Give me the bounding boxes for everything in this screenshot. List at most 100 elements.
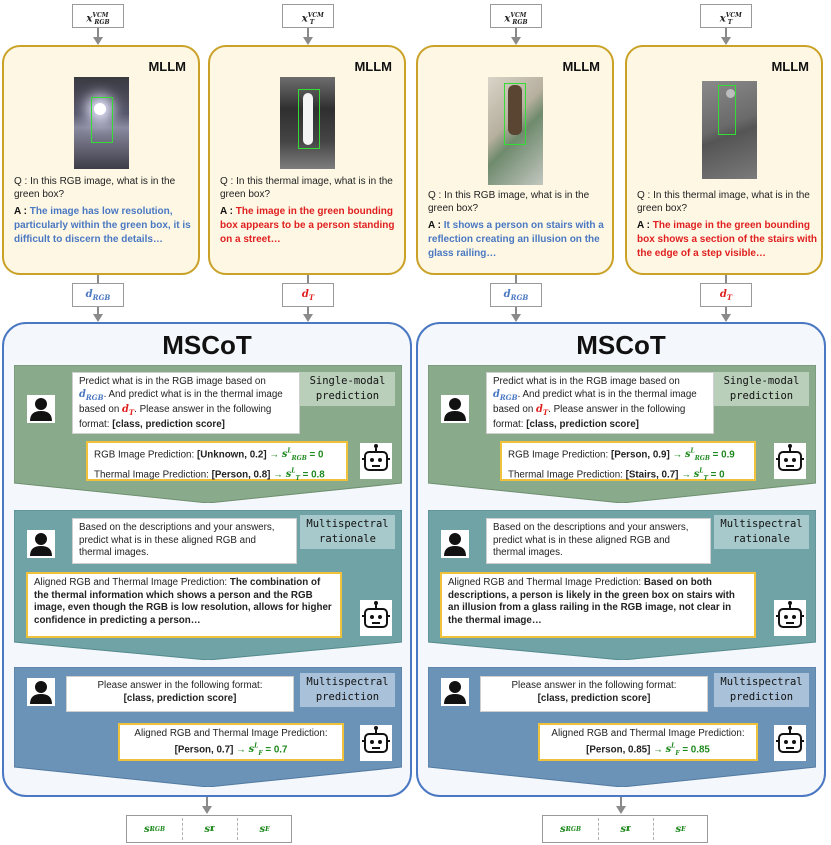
rgb-image-stairs [488,77,543,185]
robot-icon [360,600,392,636]
arrow-down-icon [616,806,626,814]
answer-bubble-single-left: RGB Image Prediction: [Unknown, 0.2] → s… [86,441,348,482]
user-icon [27,395,55,423]
question-text: Q : In this RGB image, what is in the gr… [14,176,176,200]
divider [237,818,238,840]
arrow-line [97,307,99,315]
thermal-image-stairs [702,81,757,179]
prompt-bubble-single: Predict what is in the RGB image based o… [72,372,300,434]
arrow-line [515,275,517,283]
mllm-title: MLLM [148,59,186,74]
mllm-panel-rgb-left: MLLM Q : In this RGB image, what is in t… [2,45,200,275]
divider [182,818,183,840]
description-d-t-left: dT [282,283,334,307]
arrow-line [515,307,517,315]
arrow-down-icon [511,37,521,45]
description-d-rgb-left: dRGB [72,283,124,307]
answer-text: A : It shows a person on stairs with a r… [428,220,604,259]
person-silhouette [303,93,313,145]
mscot-title: MSCoT [576,330,666,360]
mllm-title: MLLM [771,59,809,74]
head-blob [726,89,735,98]
user-icon [441,395,469,423]
green-bounding-box [298,89,320,149]
description-d-t-right: dT [700,283,752,307]
user-icon [27,530,55,558]
arrow-line [206,797,208,807]
arrow-line [97,28,99,38]
robot-icon [774,600,806,636]
robot-icon [774,725,806,761]
answer-text: A : The image in the green bounding box … [637,220,818,259]
arrow-line [725,275,727,283]
answer-bubble-rationale-left: Aligned RGB and Thermal Image Prediction… [26,572,342,638]
arrow-down-icon [721,314,731,322]
divider [653,818,654,840]
arrow-line [725,28,727,38]
prompt-bubble-multi: Please answer in the following format:[c… [66,676,294,712]
light-glare [94,103,106,115]
input-x-t-left: xVCMT [282,4,334,28]
arrow-line [725,307,727,315]
mscot-title: MSCoT [162,330,252,360]
green-bounding-box [504,83,526,145]
arrow-down-icon [93,37,103,45]
person-figure [508,85,522,135]
divider [598,818,599,840]
robot-icon [360,443,392,479]
prompt-bubble-multi: Please answer in the following format:[c… [480,676,708,712]
answer-bubble-final-right: Aligned RGB and Thermal Image Prediction… [538,723,758,761]
arrow-down-icon [202,806,212,814]
arrow-down-icon [303,37,313,45]
arrow-line [307,307,309,315]
arrow-line [307,275,309,283]
mllm-panel-thermal-left: MLLM Q : In this thermal image, what is … [208,45,406,275]
input-x-rgb-right: xVCMRGB [490,4,542,28]
robot-icon [774,443,806,479]
arrow-down-icon [511,314,521,322]
input-x-t-right: xVCMT [700,4,752,28]
thermal-image-street [280,77,335,169]
mllm-title: MLLM [354,59,392,74]
user-icon [27,678,55,706]
answer-bubble-single-right: RGB Image Prediction: [Person, 0.9] → sL… [500,441,756,482]
mllm-title: MLLM [562,59,600,74]
input-x-rgb-left: xVCMRGB [72,4,124,28]
answer-bubble-rationale-right: Aligned RGB and Thermal Image Prediction… [440,572,756,638]
arrow-line [307,28,309,38]
user-icon [441,678,469,706]
prompt-bubble-single: Predict what is in the RGB image based o… [486,372,714,434]
description-d-rgb-right: dRGB [490,283,542,307]
question-text: Q : In this thermal image, what is in th… [637,190,810,214]
arrow-down-icon [721,37,731,45]
arrow-line [515,28,517,38]
green-bounding-box [718,85,736,135]
arrow-down-icon [303,314,313,322]
answer-text: A : The image in the green bounding box … [220,206,395,245]
rgb-image-night-street [74,77,129,169]
arrow-line [97,275,99,283]
green-bounding-box [91,97,113,143]
arrow-down-icon [93,314,103,322]
prompt-bubble-rationale: Based on the descriptions and your answe… [72,518,297,564]
mllm-panel-thermal-right: MLLM Q : In this thermal image, what is … [625,45,823,275]
user-icon [441,530,469,558]
arrow-line [620,797,622,807]
robot-icon [360,725,392,761]
question-text: Q : In this thermal image, what is in th… [220,176,393,200]
answer-text: A : The image has low resolution, partic… [14,206,191,245]
prompt-bubble-rationale: Based on the descriptions and your answe… [486,518,711,564]
